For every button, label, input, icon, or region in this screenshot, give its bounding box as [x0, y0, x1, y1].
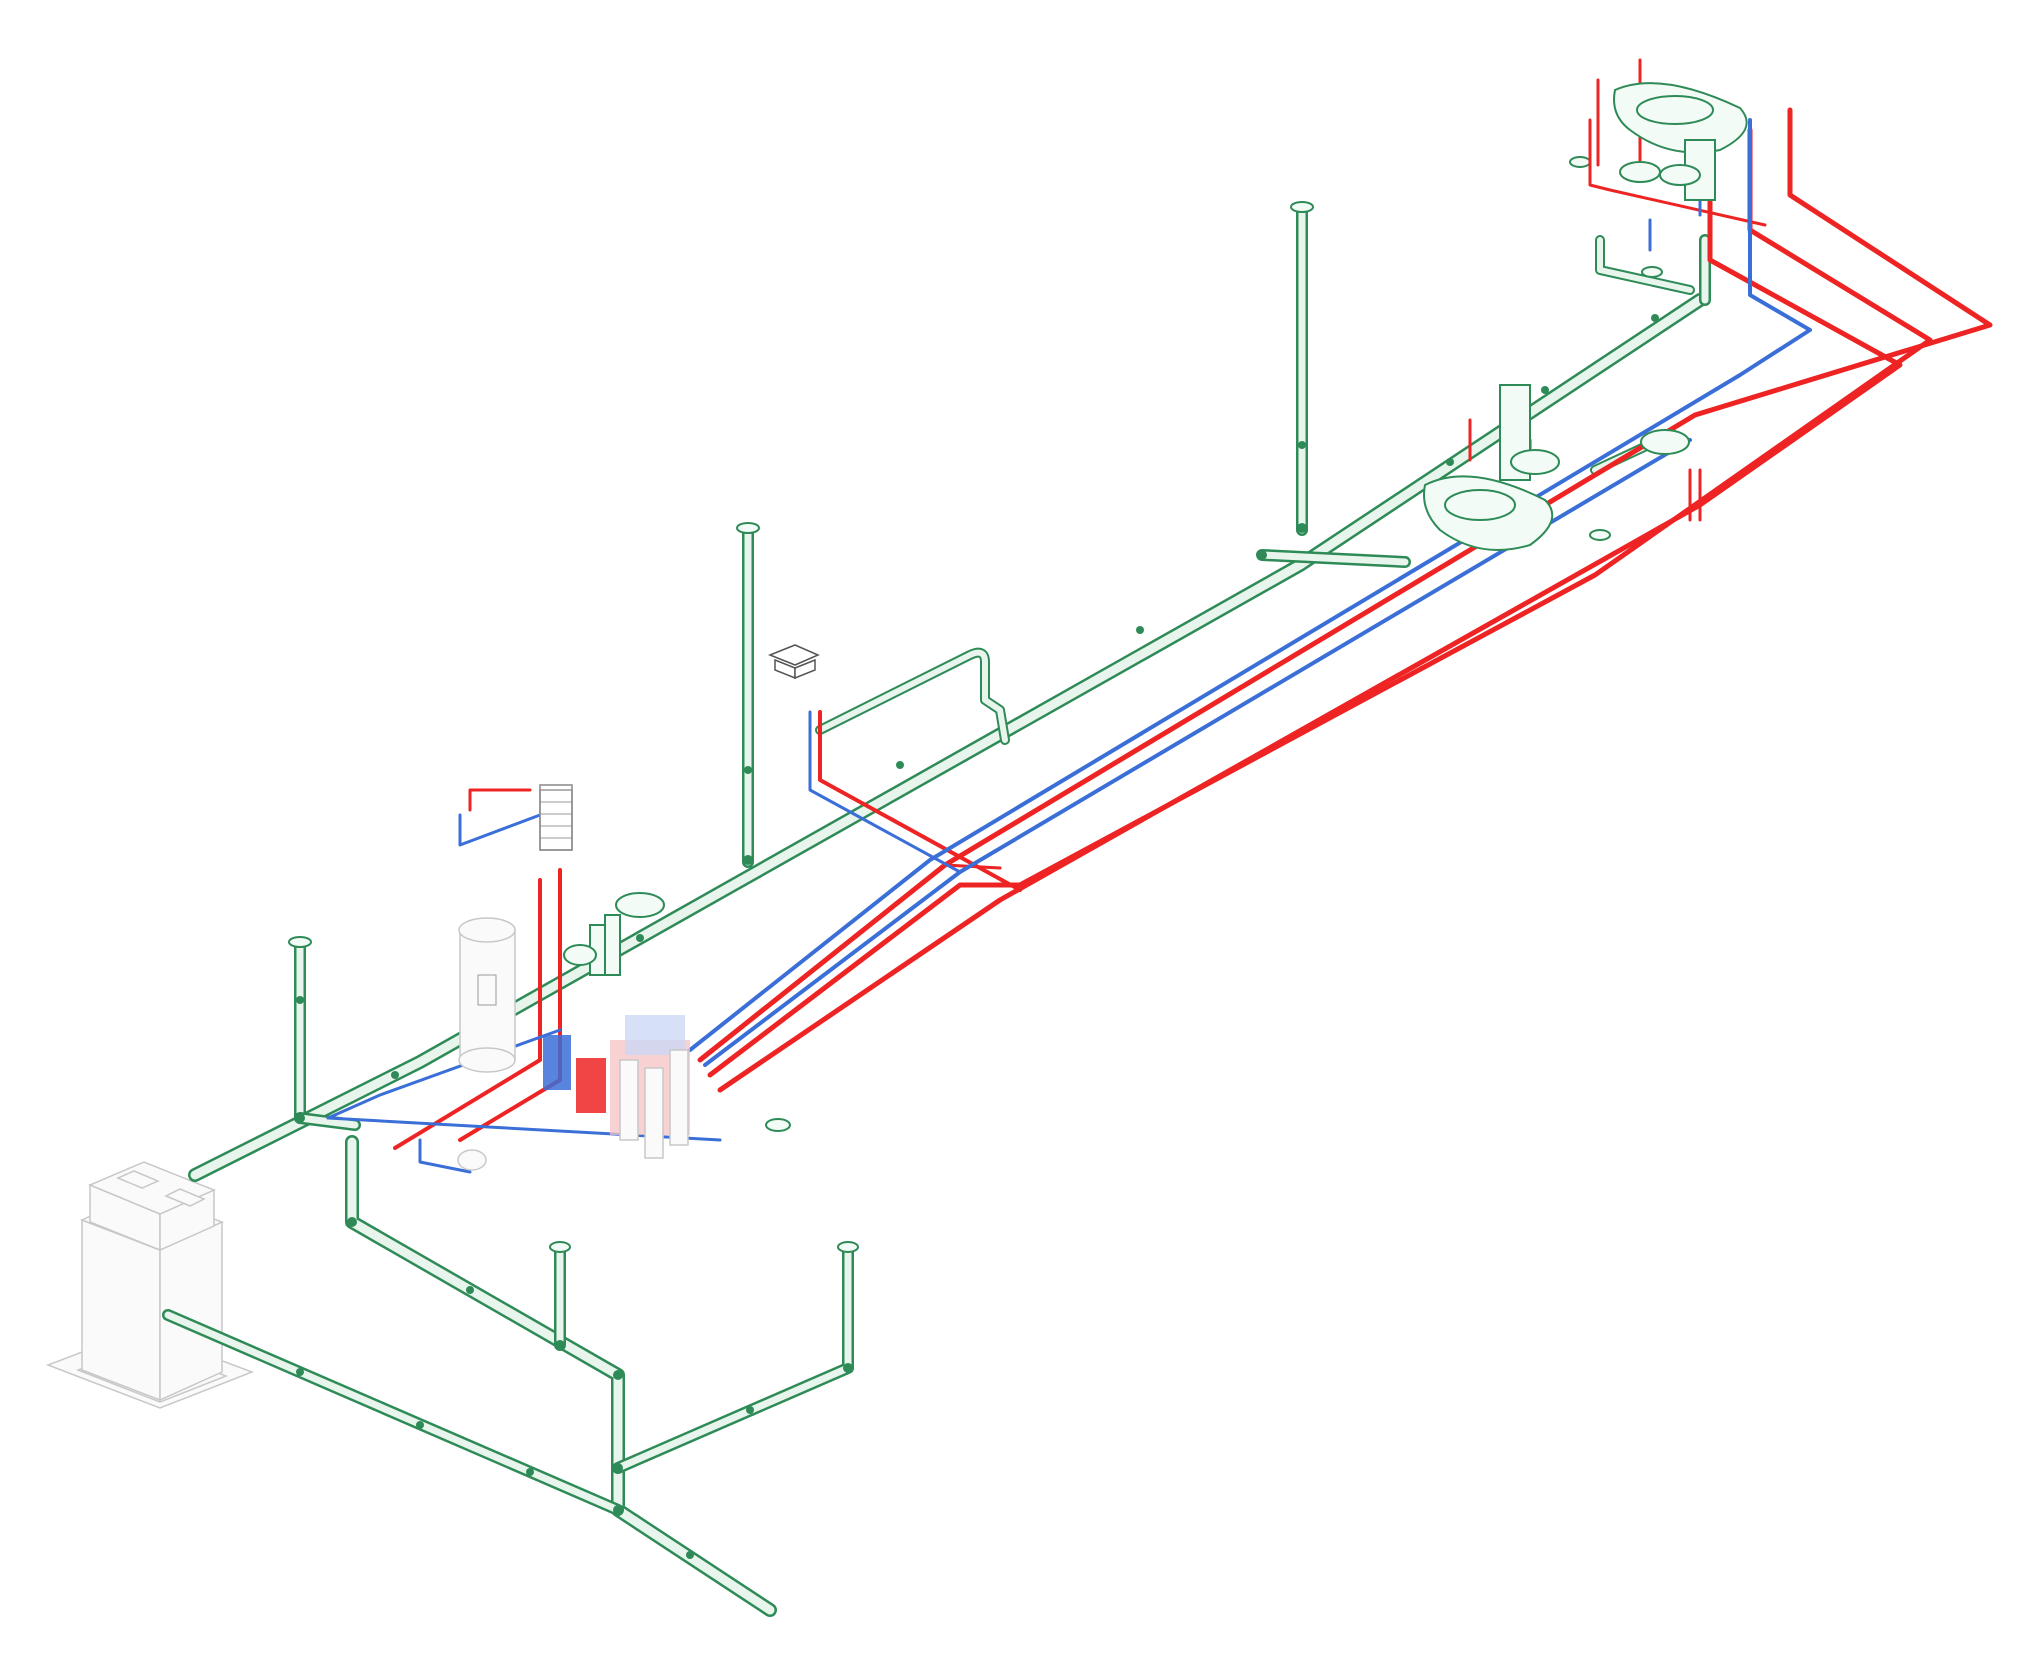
floor-drain-icon [837, 1241, 859, 1253]
vent-cap-icon [288, 936, 312, 948]
filter-tanks [619, 1049, 689, 1159]
bathtub-icon [1423, 475, 1554, 551]
sink-icon [1640, 429, 1690, 455]
vent-caps [288, 156, 1663, 1253]
expansion-vessel-icon [457, 1149, 487, 1171]
manifold-icon [543, 1015, 690, 1135]
septic-tank-icon [45, 1161, 255, 1409]
sewer-pipes [162, 204, 1711, 1617]
floor-drain-icon [549, 1241, 571, 1253]
floor-drain-icon [1589, 529, 1611, 541]
vent-cap-icon [736, 522, 760, 534]
floor-drain-icon [1569, 156, 1591, 168]
water-heater-icon [458, 917, 516, 1073]
bathtub-icon [1613, 82, 1748, 154]
radiator-icon [539, 789, 573, 851]
toilet-icon [1659, 139, 1716, 201]
floor-drain-icon [1641, 266, 1663, 278]
cold-water-pipes [326, 118, 1812, 1174]
access-box-icon [767, 644, 820, 680]
pipe-fittings [295, 314, 1659, 1559]
vent-cap-icon [1290, 201, 1314, 213]
sink-icon [604, 892, 665, 976]
floor-drain-icon [765, 1118, 791, 1132]
sink-icon [1619, 161, 1661, 183]
toilet-icon [1499, 384, 1560, 481]
towel-rail-icon [539, 784, 573, 851]
